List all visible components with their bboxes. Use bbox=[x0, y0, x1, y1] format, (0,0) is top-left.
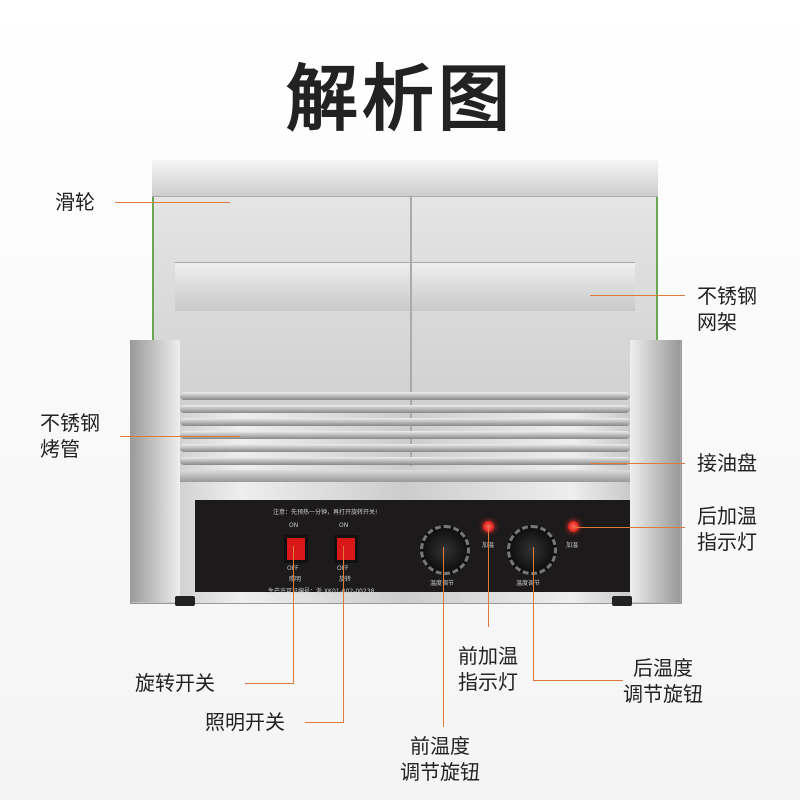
label-line: 调节旋钮 bbox=[623, 682, 703, 706]
side-panel-left bbox=[130, 340, 180, 602]
front-temperature-knob[interactable] bbox=[420, 525, 470, 575]
label-line: 不锈钢 bbox=[40, 411, 100, 435]
leader-line bbox=[305, 722, 344, 723]
knob1-label: 温度调节 bbox=[430, 580, 455, 587]
leader-line bbox=[443, 547, 444, 727]
label-light-switch: 照明开关 bbox=[205, 710, 285, 734]
label-drip-tray: 接油盘 bbox=[697, 451, 757, 475]
label-rotation-switch: 旋转开关 bbox=[135, 671, 215, 695]
roller bbox=[180, 418, 630, 426]
switch1-on: ON bbox=[289, 522, 299, 529]
label-line: 不锈钢 bbox=[697, 284, 757, 308]
label-line: 前加温 bbox=[458, 644, 518, 668]
control-panel bbox=[195, 500, 630, 592]
label-line: 指示灯 bbox=[458, 670, 518, 694]
front-heat-indicator bbox=[483, 521, 494, 532]
switch2-label: 旋转 bbox=[339, 576, 352, 583]
leader-line bbox=[533, 680, 623, 681]
label-front-knob: 前温度调节旋钮 bbox=[400, 733, 480, 785]
side-panel-right bbox=[630, 340, 680, 602]
leader-line bbox=[590, 463, 685, 464]
leader-line bbox=[245, 683, 294, 684]
leader-line bbox=[343, 546, 344, 722]
label-tube: 不锈钢烤管 bbox=[40, 410, 100, 462]
switch2-off: OFF bbox=[337, 565, 349, 572]
switch1-off: OFF bbox=[287, 565, 299, 572]
leader-line bbox=[120, 436, 240, 437]
glass-divider bbox=[410, 196, 412, 466]
leader-line bbox=[293, 546, 294, 683]
leader-line bbox=[533, 547, 534, 680]
label-line: 指示灯 bbox=[697, 530, 757, 554]
label-rack: 不锈钢网架 bbox=[697, 283, 757, 335]
switch1-label: 照明 bbox=[289, 576, 302, 583]
drip-tray bbox=[180, 470, 630, 482]
roller bbox=[180, 431, 630, 439]
rear-temperature-knob[interactable] bbox=[507, 525, 557, 575]
foot-left bbox=[175, 596, 195, 606]
light-switch[interactable] bbox=[334, 535, 358, 563]
label-line: 后温度 bbox=[633, 656, 693, 680]
label-line: 调节旋钮 bbox=[400, 760, 480, 784]
roller bbox=[180, 405, 630, 413]
label-rear-knob: 后温度调节旋钮 bbox=[623, 655, 703, 707]
panel-notice: 注意：先预热一分钟，再打开旋转开关! bbox=[273, 509, 378, 516]
label-pulley: 滑轮 bbox=[55, 190, 95, 214]
label-line: 后加温 bbox=[697, 504, 757, 528]
stainless-rack bbox=[175, 262, 635, 311]
label-front-indicator: 前加温指示灯 bbox=[458, 643, 518, 695]
knob2-label: 温度调节 bbox=[516, 580, 541, 587]
leader-line bbox=[488, 527, 489, 627]
roller bbox=[180, 457, 630, 465]
hood-top bbox=[152, 160, 658, 197]
leader-line bbox=[590, 295, 685, 296]
foot-right bbox=[612, 596, 632, 606]
panel-license: 生产许可证编号：浙 XK01-002-00238 bbox=[268, 588, 375, 595]
label-line: 烤管 bbox=[40, 437, 80, 461]
label-line: 前温度 bbox=[410, 734, 470, 758]
leader-line bbox=[115, 202, 230, 203]
switch2-on: ON bbox=[339, 522, 349, 529]
roller bbox=[180, 392, 630, 400]
roller bbox=[180, 444, 630, 452]
rotation-switch[interactable] bbox=[284, 535, 308, 563]
leader-line bbox=[575, 527, 685, 528]
label-line: 网架 bbox=[697, 310, 737, 334]
led2-label: 加温 bbox=[566, 542, 579, 549]
label-rear-indicator: 后加温指示灯 bbox=[697, 503, 757, 555]
rear-heat-indicator bbox=[568, 521, 579, 532]
page-title: 解析图 bbox=[285, 57, 514, 141]
